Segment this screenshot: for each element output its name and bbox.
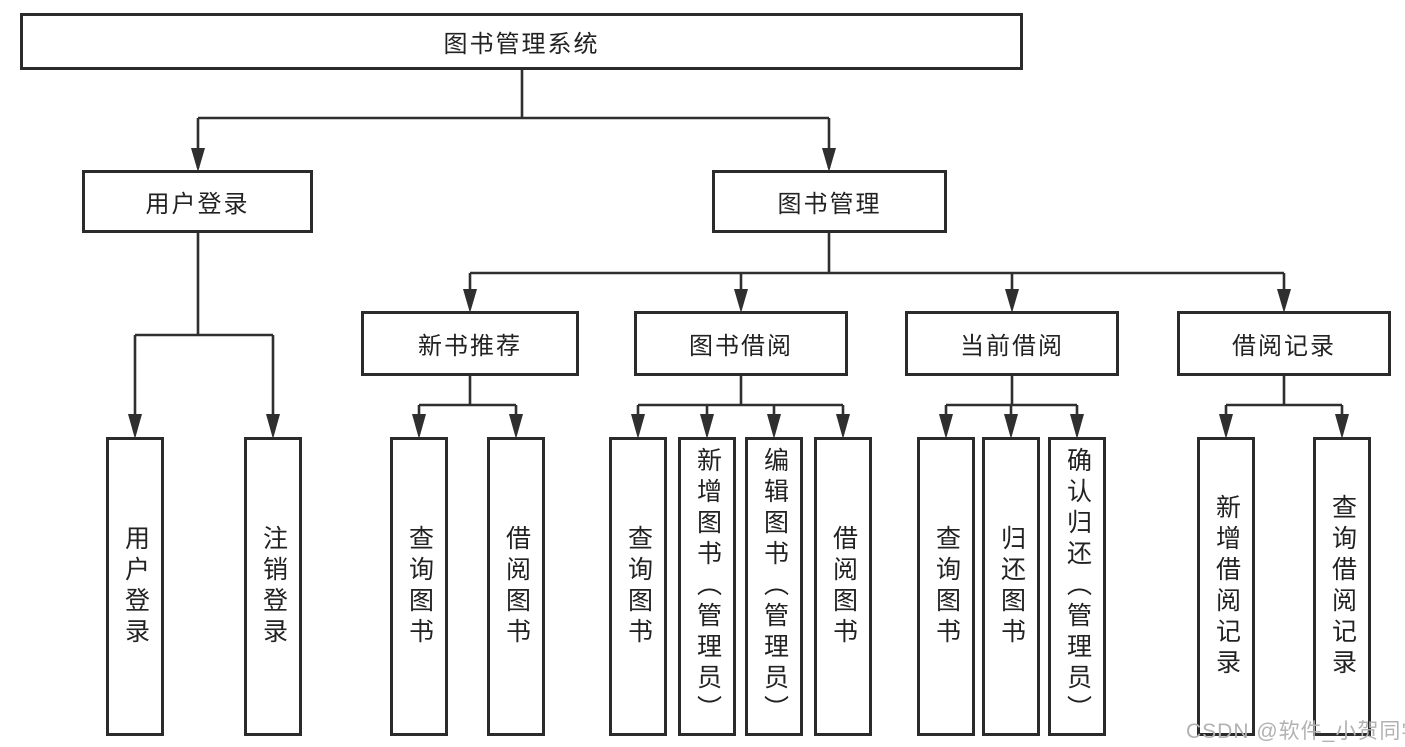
node-logout: 注销登录 xyxy=(244,437,302,736)
node-confirm-return-admin: 确认归还（管理员） xyxy=(1048,437,1106,736)
node-user-login: 用户登录 xyxy=(82,170,313,233)
node-label: 确认归还（管理员） xyxy=(1063,447,1092,726)
node-query-borrow-record: 查询借阅记录 xyxy=(1313,437,1371,736)
node-query-book-3: 查询图书 xyxy=(917,437,975,736)
csdn-watermark: CSDN @软件_小贺同学 xyxy=(1186,720,1405,743)
node-label: 图书管理 xyxy=(777,191,882,218)
node-label: 当前借阅 xyxy=(960,333,1064,360)
node-current-borrow: 当前借阅 xyxy=(905,311,1119,376)
node-label: 查询借阅记录 xyxy=(1328,493,1357,680)
node-new-book-recommend: 新书推荐 xyxy=(361,311,579,376)
node-user-login-action: 用户登录 xyxy=(106,437,164,736)
node-label: 查询图书 xyxy=(624,524,653,649)
branch-user-login xyxy=(128,233,280,439)
node-query-book-2: 查询图书 xyxy=(609,437,667,736)
node-label: 归还图书 xyxy=(997,524,1026,649)
node-query-book-1: 查询图书 xyxy=(390,437,448,736)
node-label: 图书管理系统 xyxy=(443,31,600,58)
node-label: 借阅记录 xyxy=(1232,333,1336,360)
branch-borrow-record xyxy=(1219,376,1349,439)
node-label: 借阅图书 xyxy=(502,524,531,649)
node-label: 新增图书（管理员） xyxy=(693,447,722,726)
node-label: 借阅图书 xyxy=(829,524,858,649)
node-borrow-book-2: 借阅图书 xyxy=(814,437,872,736)
node-borrow-book-1: 借阅图书 xyxy=(487,437,545,736)
node-book-borrow: 图书借阅 xyxy=(634,311,848,376)
node-label: 图书借阅 xyxy=(689,333,793,360)
node-edit-book-admin: 编辑图书（管理员） xyxy=(745,437,803,736)
node-label: 新增借阅记录 xyxy=(1212,493,1241,680)
node-borrow-record: 借阅记录 xyxy=(1177,311,1391,376)
node-label: 新书推荐 xyxy=(418,333,522,360)
branch-root xyxy=(191,70,836,172)
node-add-book-admin: 新增图书（管理员） xyxy=(678,437,736,736)
node-return-book: 归还图书 xyxy=(982,437,1040,736)
node-library-system: 图书管理系统 xyxy=(20,13,1023,70)
node-label: 查询图书 xyxy=(932,524,961,649)
branch-book-borrow xyxy=(631,376,850,439)
branch-current-borrow xyxy=(939,376,1084,439)
node-label: 用户登录 xyxy=(121,524,150,649)
node-label: 注销登录 xyxy=(259,524,288,649)
branch-book-management xyxy=(463,233,1291,313)
node-label: 编辑图书（管理员） xyxy=(760,447,789,726)
node-book-management: 图书管理 xyxy=(712,170,947,233)
node-label: 用户登录 xyxy=(145,191,250,218)
branch-new-book-recommend xyxy=(412,376,523,439)
node-label: 查询图书 xyxy=(405,524,434,649)
node-add-borrow-record: 新增借阅记录 xyxy=(1197,437,1255,736)
